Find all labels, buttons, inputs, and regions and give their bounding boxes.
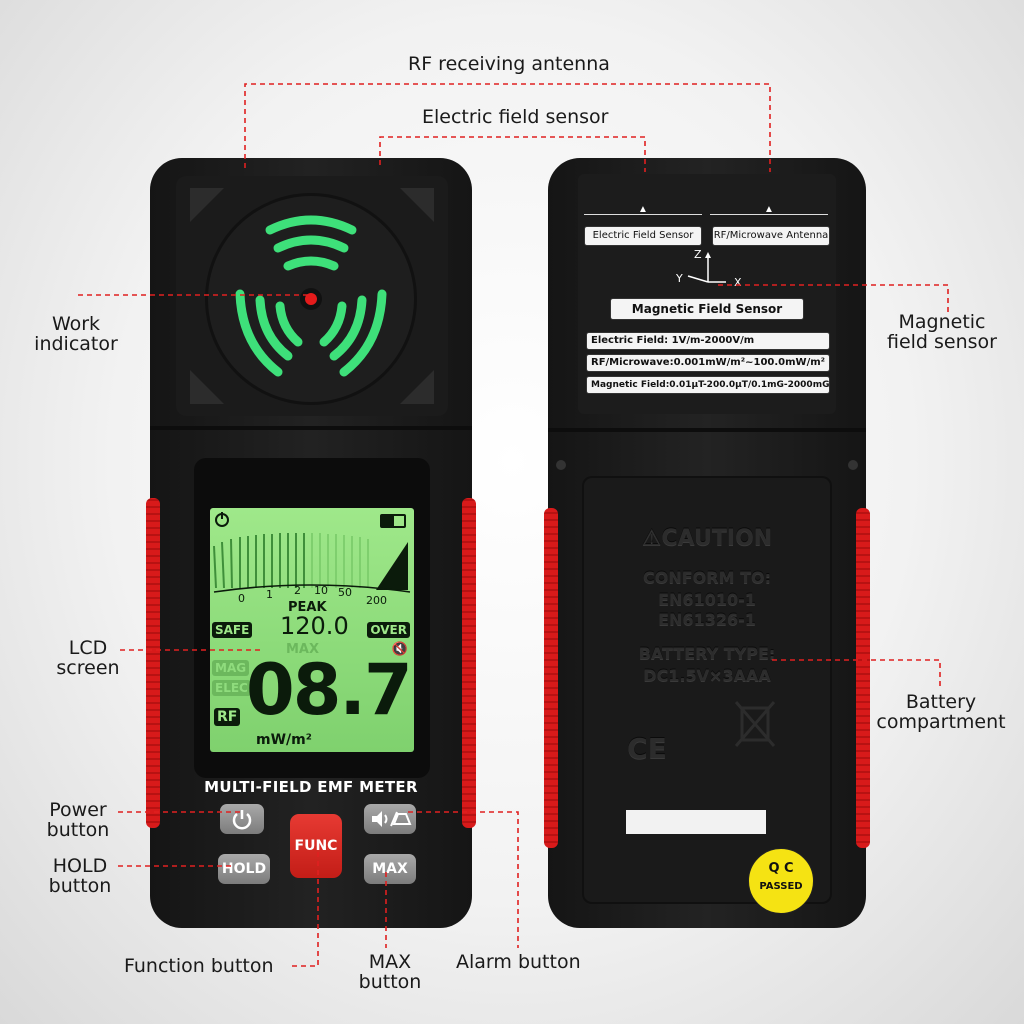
warning-triangle-icon: ⚠ — [641, 526, 662, 551]
right-grip-back — [856, 508, 870, 848]
callout-electric-sensor: Electric field sensor — [422, 106, 609, 128]
peak-label: PEAK — [288, 600, 327, 615]
main-reading: 08.78 — [246, 649, 414, 731]
emf-meter-back: ▲ ▲ Electric Field Sensor RF/Microwave A… — [544, 158, 870, 928]
left-grip-back — [544, 508, 558, 848]
ce-mark: CE — [627, 732, 667, 765]
up-arrow-icon: ▲ — [638, 204, 648, 215]
bar-graph-meter — [213, 533, 411, 593]
peak-value: 120.0 — [280, 612, 349, 640]
standard-1: EN61010-1 — [658, 590, 756, 609]
battery-icon — [380, 514, 406, 528]
weee-bin-icon — [734, 701, 776, 747]
safe-tag: SAFE — [212, 622, 253, 638]
callout-function-button: Function button — [124, 955, 274, 977]
battery-type-label: BATTERY TYPE: — [638, 644, 776, 663]
spec-rf: RF/Microwave:0.001mW/m²~100.0mW/m² — [586, 354, 830, 372]
screw-icon — [848, 460, 858, 470]
alarm-button[interactable] — [364, 804, 416, 834]
up-arrow-icon: ▲ — [764, 204, 774, 215]
device-brand-label: MULTI-FIELD EMF METER — [204, 778, 418, 796]
lcd-bezel: 0 1 2 10 50 200 PEAK 120.0 SAFE OVER MAX… — [194, 458, 430, 778]
mag-tag: MAG — [212, 660, 250, 676]
power-status-icon — [215, 512, 229, 527]
radiation-sensor-disc — [208, 196, 414, 402]
callout-alarm-button: Alarm button — [456, 951, 581, 973]
work-indicator-led — [305, 293, 317, 305]
magnetic-field-sensor-label: Magnetic Field Sensor — [610, 298, 804, 320]
max-indicator: MAX — [286, 642, 320, 657]
xyz-axes-icon — [687, 252, 726, 283]
callout-rf-antenna: RF receiving antenna — [408, 53, 610, 75]
function-button[interactable]: FUNC — [290, 814, 342, 878]
right-grip — [462, 498, 476, 828]
lcd-screen: 0 1 2 10 50 200 PEAK 120.0 SAFE OVER MAX… — [210, 508, 414, 752]
power-button[interactable] — [220, 804, 264, 834]
z-axis-label: Z — [694, 248, 702, 261]
rf-tag: RF — [214, 708, 241, 726]
left-grip — [146, 498, 160, 828]
battery-cover[interactable]: ⚠CAUTION CONFORM TO: EN61010-1 EN61326-1… — [582, 476, 832, 904]
standard-2: EN61326-1 — [658, 610, 756, 629]
screw-icon — [556, 460, 566, 470]
electric-field-sensor-label: Electric Field Sensor — [584, 226, 702, 246]
rf-antenna-label: RF/Microwave Antenna — [712, 226, 830, 246]
over-tag: OVER — [367, 622, 410, 638]
speaker-mute-icon — [372, 811, 412, 827]
spec-electric: Electric Field: 1V/m-2000V/m — [586, 332, 830, 350]
elec-tag: ELEC — [212, 680, 251, 696]
max-button[interactable]: MAX — [364, 854, 416, 884]
radiation-symbol-icon — [235, 215, 387, 377]
alarm-mute-icon: 🔇 — [391, 642, 408, 657]
unit-label: mW/m² — [256, 732, 312, 748]
power-icon — [232, 810, 252, 830]
battery-spec: DC1.5V×3AAA — [643, 666, 771, 685]
caution-heading: ⚠CAUTION — [641, 526, 773, 551]
y-axis-label: Y — [676, 272, 683, 285]
x-axis-label: X — [734, 276, 742, 289]
hold-button[interactable]: HOLD — [218, 854, 270, 884]
qc-passed-sticker: Q C PASSED — [748, 848, 814, 914]
serial-sticker — [626, 810, 766, 834]
conform-label: CONFORM TO: — [643, 568, 771, 587]
emf-meter-front: 0 1 2 10 50 200 PEAK 120.0 SAFE OVER MAX… — [146, 158, 476, 928]
spec-magnetic: Magnetic Field:0.01μT-200.0μT/0.1mG-2000… — [586, 376, 830, 394]
